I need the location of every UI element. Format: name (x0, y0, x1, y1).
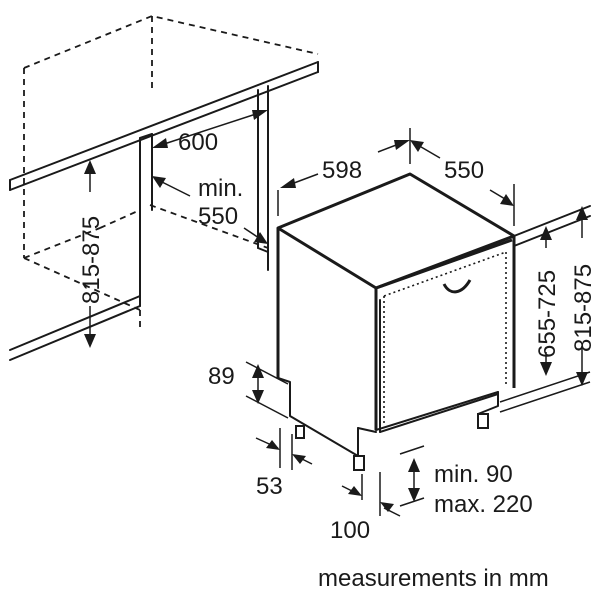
label-plinth-recess: 53 (256, 473, 283, 500)
dim-foot-offset (341, 472, 401, 517)
dim-appliance-depth (410, 140, 515, 226)
foot-front-left (353, 455, 365, 471)
dim-niche-depth (152, 176, 268, 244)
label-cabinet-width: 600 (178, 129, 218, 156)
label-plinth-height: 89 (208, 363, 235, 390)
dim-niche-height-right (576, 206, 588, 386)
label-min-depth-line2: 550 (198, 203, 238, 230)
dim-appliance-height (540, 226, 552, 376)
dim-cabinet-width (152, 110, 268, 148)
label-appliance-height: 655-725 (534, 270, 561, 358)
foot-rear-left (295, 425, 305, 439)
right-niche-lines (499, 205, 591, 413)
dim-appliance-width (277, 128, 411, 216)
label-door-gap-min: min. 90 (434, 461, 513, 488)
dim-plinth-height (245, 361, 289, 419)
dim-niche-height-left (84, 160, 96, 348)
label-niche-height-left: 815-875 (78, 216, 105, 304)
label-min-depth-line1: min. (198, 175, 243, 202)
label-door-gap-max: max. 220 (434, 491, 533, 518)
units-caption: measurements in mm (318, 565, 549, 592)
label-niche-height-right: 815-875 (570, 264, 597, 352)
dishwasher (276, 172, 516, 471)
label-appliance-depth: 550 (444, 157, 484, 184)
dim-door-gap (399, 445, 425, 507)
dim-plinth-recess (255, 428, 313, 470)
cabinet-niche (9, 15, 319, 361)
foot-front-right (477, 413, 489, 429)
label-foot-offset: 100 (330, 517, 370, 544)
label-appliance-width: 598 (322, 157, 362, 184)
